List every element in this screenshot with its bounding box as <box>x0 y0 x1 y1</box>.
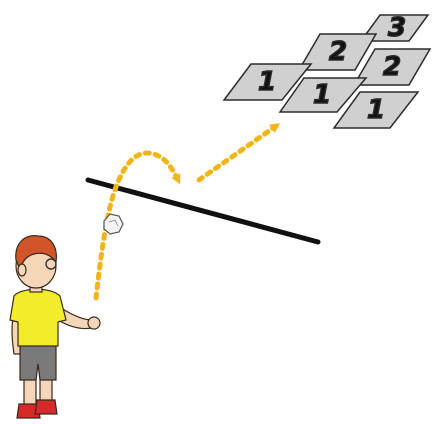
hopscotch-tile: 1 <box>278 77 368 113</box>
hopscotch-tile: 2 <box>352 48 432 86</box>
left-leg <box>23 377 37 406</box>
ear <box>17 263 27 277</box>
barrier-line <box>85 177 321 245</box>
tile-shape <box>297 33 378 71</box>
hopscotch-tile: 1 <box>222 63 313 101</box>
right-hand <box>87 316 101 330</box>
tile-number: 2 <box>383 52 401 82</box>
hopscotch-tile: 2 <box>297 33 378 71</box>
tile-shape <box>352 48 432 86</box>
tile-number: 3 <box>388 13 406 43</box>
tile-number: 1 <box>313 80 331 110</box>
tile-shape <box>222 63 313 101</box>
hopscotch-tile: 3 <box>359 12 430 44</box>
ball-trajectory <box>93 123 281 301</box>
tile-number: 2 <box>329 37 347 67</box>
trajectory-straight <box>196 123 281 183</box>
hopscotch-grid: 3 2 2 1 1 <box>222 12 432 129</box>
hopscotch-tile: 1 <box>332 91 420 129</box>
tile-number: 1 <box>367 95 385 125</box>
paper-ball-icon <box>103 213 124 235</box>
tile-shape <box>278 77 368 113</box>
shirt <box>9 288 67 347</box>
tile-number: 1 <box>258 67 276 97</box>
tile-shape <box>332 91 420 129</box>
right-shoe <box>34 399 58 415</box>
trajectory-arc <box>93 150 181 301</box>
glasses-icon <box>45 258 57 270</box>
right-leg <box>39 377 53 403</box>
left-shoe <box>16 403 41 419</box>
child-figure <box>9 235 101 419</box>
tile-shape <box>359 14 430 42</box>
shorts <box>19 341 57 381</box>
